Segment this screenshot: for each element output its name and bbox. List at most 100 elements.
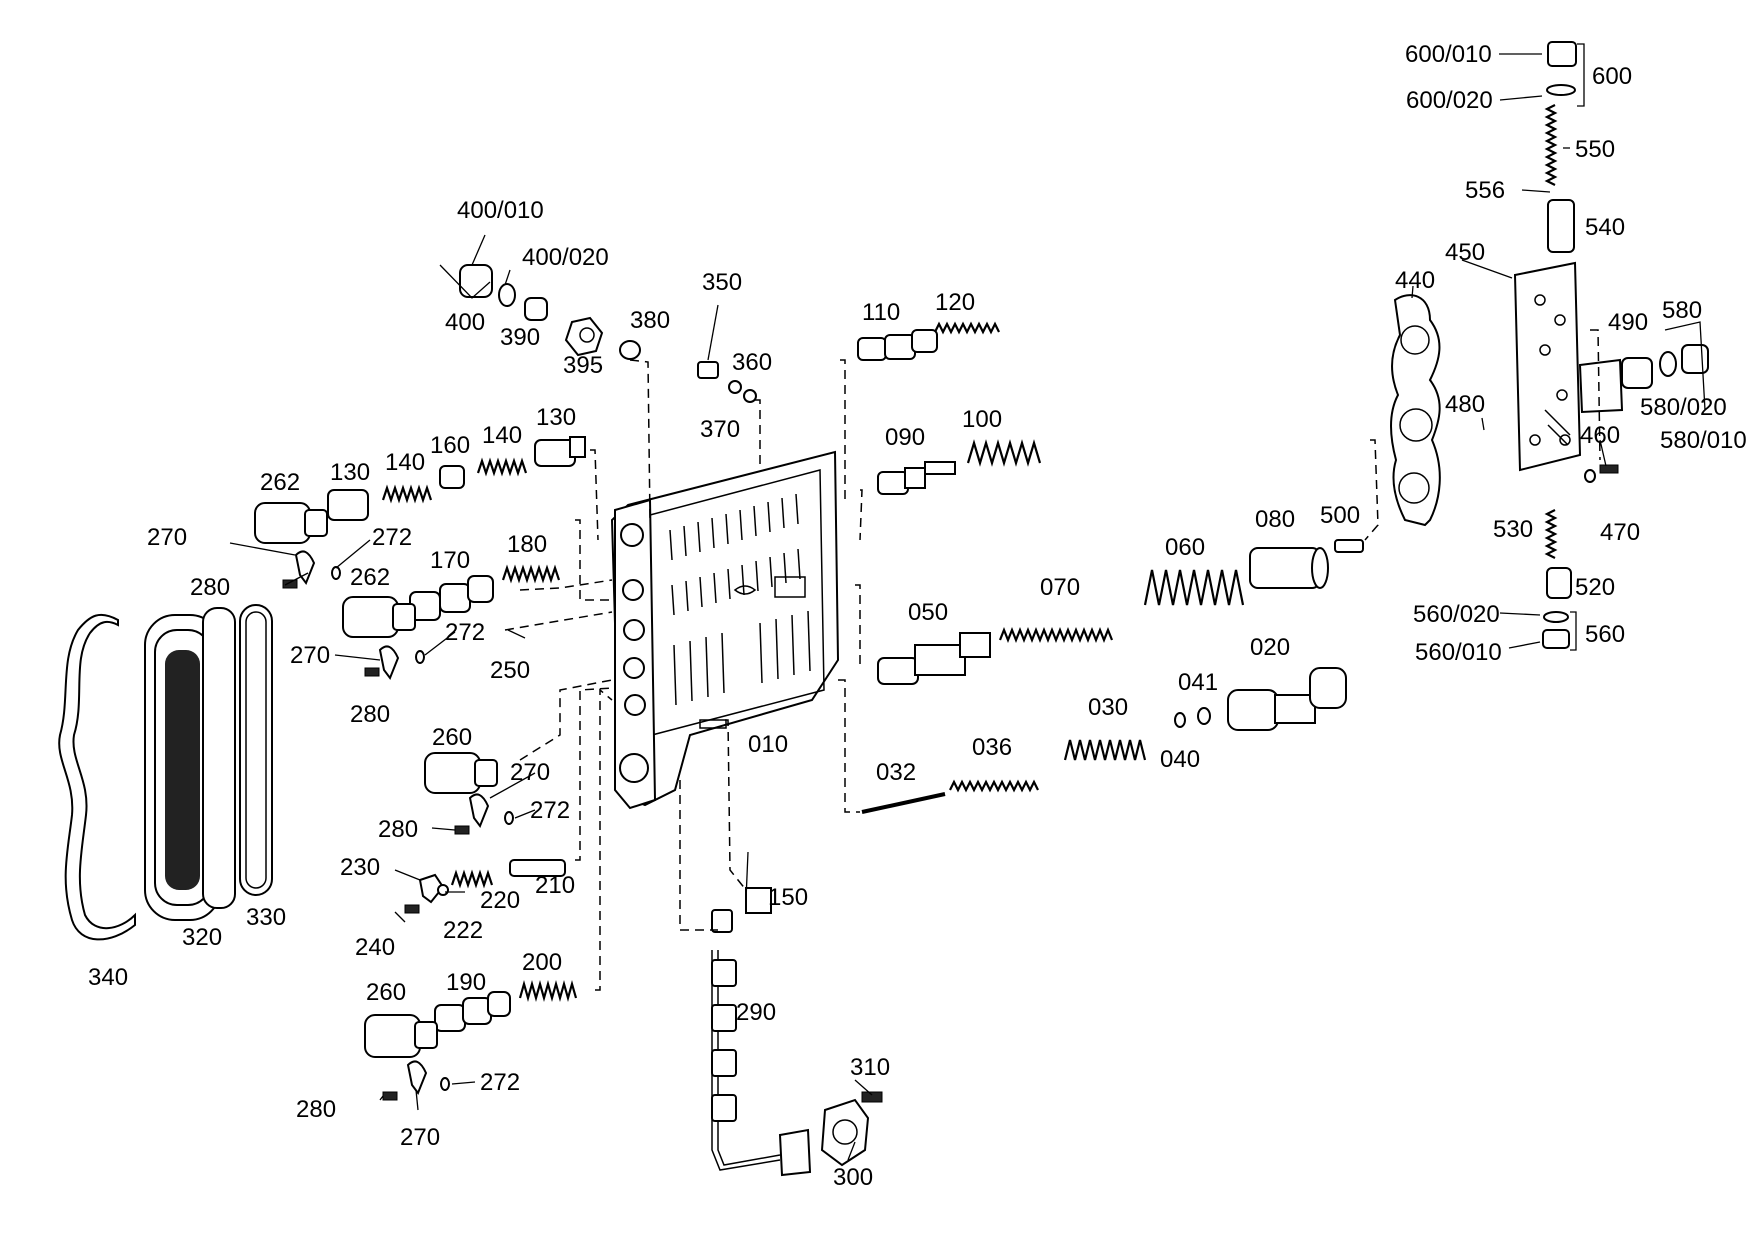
label-340: 340 (88, 964, 128, 991)
label-280-c: 280 (378, 816, 418, 843)
label-240: 240 (355, 934, 395, 961)
label-550: 550 (1575, 136, 1615, 163)
label-280-b: 280 (350, 701, 390, 728)
label-150: 150 (768, 884, 808, 911)
plug-600 (1546, 41, 1577, 96)
label-400-020: 400/020 (522, 244, 609, 271)
label-580-010: 580/010 (1660, 427, 1747, 454)
label-600-020: 600/020 (1406, 87, 1493, 114)
label-272-c: 272 (530, 797, 570, 824)
label-220: 220 (480, 887, 520, 914)
label-290: 290 (736, 999, 776, 1026)
gasket-330 (239, 604, 273, 896)
screw-460 (1599, 464, 1619, 474)
label-280-d: 280 (296, 1096, 336, 1123)
label-270-d: 270 (400, 1124, 440, 1151)
label-360: 360 (732, 349, 772, 376)
label-540: 540 (1585, 214, 1625, 241)
label-350: 350 (702, 269, 742, 296)
label-036: 036 (972, 734, 1012, 761)
label-556: 556 (1465, 177, 1505, 204)
label-190: 190 (446, 969, 486, 996)
label-272-b: 272 (445, 619, 485, 646)
plug-490 (1621, 357, 1653, 389)
label-270-c: 270 (510, 759, 550, 786)
label-395: 395 (563, 352, 603, 379)
label-400-010: 400/010 (457, 197, 544, 224)
valve-parts (327, 41, 1709, 1032)
label-380: 380 (630, 307, 670, 334)
label-400: 400 (445, 309, 485, 336)
solenoid-260a (424, 752, 498, 794)
label-130-left: 130 (330, 459, 370, 486)
label-110: 110 (862, 299, 900, 326)
label-560-020: 560/020 (1413, 601, 1500, 628)
spring-200 (518, 979, 578, 1003)
label-032: 032 (876, 759, 916, 786)
valve-190 (434, 991, 511, 1032)
label-010: 010 (748, 731, 788, 758)
ring-580-020 (1659, 351, 1677, 377)
label-140-left: 140 (385, 449, 425, 476)
label-320: 320 (182, 924, 222, 951)
label-260-mid: 260 (432, 724, 472, 751)
valve-170 (409, 575, 494, 621)
rings-360-370 (728, 380, 757, 403)
label-041: 041 (1178, 669, 1218, 696)
label-140-right: 140 (482, 422, 522, 449)
spring-550 (1544, 104, 1558, 186)
label-330: 330 (246, 904, 286, 931)
spring-140a (381, 484, 433, 504)
label-580: 580 (1662, 297, 1702, 324)
label-300: 300 (833, 1164, 873, 1191)
spring-100 (966, 439, 1042, 467)
label-250: 250 (490, 657, 530, 684)
label-490: 490 (1608, 309, 1648, 336)
label-272-d: 272 (480, 1069, 520, 1096)
label-310: 310 (850, 1054, 890, 1081)
label-390: 390 (500, 324, 540, 351)
label-200: 200 (522, 949, 562, 976)
plug-580-010 (1681, 344, 1709, 374)
label-560: 560 (1585, 621, 1625, 648)
plate-450 (1513, 261, 1624, 472)
label-450: 450 (1445, 239, 1485, 266)
solenoid-260b (364, 1014, 438, 1058)
label-370: 370 (700, 416, 740, 443)
label-520: 520 (1575, 574, 1615, 601)
spring-036 (949, 779, 1039, 793)
harness-290 (711, 909, 812, 1177)
piston-080 (1249, 547, 1329, 589)
plug-400-010 (459, 264, 493, 298)
label-120: 120 (935, 289, 975, 316)
valve-210 (509, 859, 566, 877)
part-labels: 600/010 600 600/020 550 556 540 450 440 … (88, 41, 1747, 1191)
spring-140b (476, 457, 528, 477)
cover-320 (144, 607, 236, 921)
label-090: 090 (885, 424, 925, 451)
label-260-bottom: 260 (366, 979, 406, 1006)
valve-130a (327, 489, 369, 521)
label-272-a: 272 (372, 524, 412, 551)
ring-380 (619, 340, 641, 360)
solenoid-262a (254, 502, 328, 544)
label-500: 500 (1320, 502, 1360, 529)
solenoid-262b (342, 596, 416, 638)
valve-350 (697, 361, 719, 379)
clips-screws (282, 550, 883, 1103)
label-080: 080 (1255, 506, 1295, 533)
assembly-lines (504, 329, 1601, 991)
label-270-a: 270 (147, 524, 187, 551)
label-100: 100 (962, 406, 1002, 433)
valve-110 (857, 329, 938, 361)
label-040: 040 (1160, 746, 1200, 773)
gasket-340 (58, 613, 136, 941)
label-580-020: 580/020 (1640, 394, 1727, 421)
washer-395 (564, 316, 604, 357)
label-030: 030 (1088, 694, 1128, 721)
label-270-b: 270 (290, 642, 330, 669)
label-210: 210 (535, 872, 575, 899)
label-180: 180 (507, 531, 547, 558)
spring-030 (1063, 739, 1147, 761)
